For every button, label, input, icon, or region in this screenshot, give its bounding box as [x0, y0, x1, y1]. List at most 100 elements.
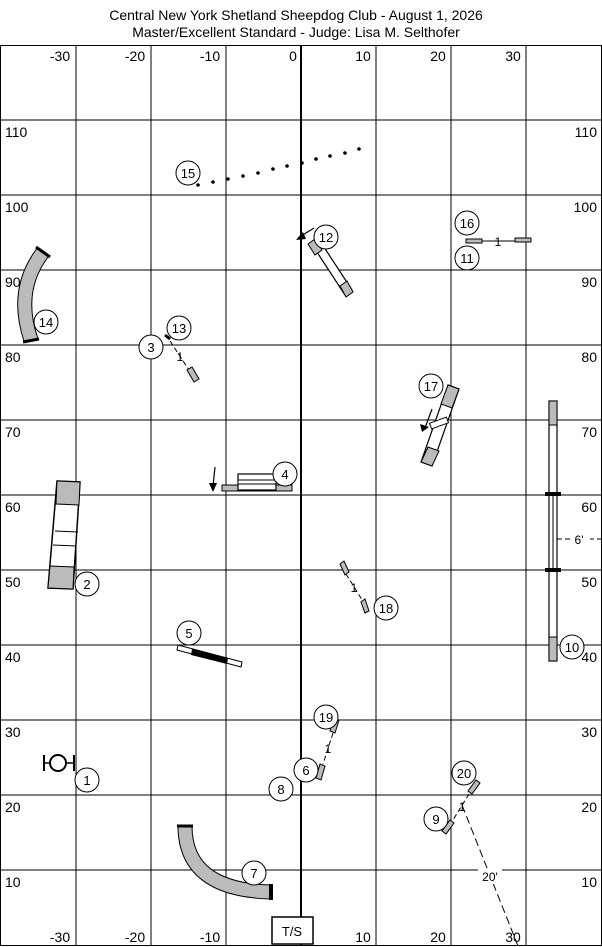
svg-text:7: 7 — [250, 866, 257, 881]
right-y-label: 70 — [581, 424, 597, 440]
obstacle-16-jump — [465, 237, 532, 244]
start-label: T/S — [282, 924, 303, 939]
arrow-icon — [420, 424, 429, 432]
marker-11: 11 — [454, 245, 480, 271]
spacing-label: 1 — [325, 742, 332, 756]
svg-text:13: 13 — [172, 321, 186, 336]
obstacle-18-jump — [339, 560, 370, 614]
top-x-label: 20 — [430, 48, 446, 64]
marker-2: 2 — [74, 571, 100, 597]
svg-text:20: 20 — [457, 766, 471, 781]
svg-text:1: 1 — [83, 773, 90, 788]
right-y-label: 90 — [581, 274, 597, 290]
right-y-label: 50 — [581, 574, 597, 590]
svg-text:11: 11 — [460, 251, 474, 266]
obstacles — [17, 147, 602, 947]
svg-text:10: 10 — [565, 640, 579, 655]
top-x-label: -20 — [125, 48, 145, 64]
top-x-label: 30 — [505, 48, 521, 64]
obstacle-10-dogwalk — [545, 400, 602, 662]
obstacle-2-aframe — [47, 480, 81, 590]
svg-text:8: 8 — [277, 782, 284, 797]
obstacle-7-tunnel — [177, 824, 273, 900]
marker-15: 15 — [175, 160, 201, 186]
label-bg — [570, 532, 590, 547]
marker-6: 6 — [293, 757, 319, 783]
svg-text:12: 12 — [319, 230, 333, 245]
spacing-label: 1 — [177, 350, 184, 364]
left-y-label: 100 — [5, 199, 29, 215]
right-y-label: 30 — [581, 724, 597, 740]
marker-10: 10 — [559, 634, 585, 660]
left-y-label: 110 — [5, 124, 28, 140]
marker-7: 7 — [241, 860, 267, 886]
marker-9: 9 — [423, 806, 449, 832]
spacing-label: 1 — [459, 800, 466, 814]
start-box — [271, 916, 314, 945]
bottom-x-label: -10 — [200, 929, 220, 945]
marker-5: 5 — [176, 620, 202, 646]
svg-text:17: 17 — [424, 379, 438, 394]
marker-18: 18 — [373, 595, 399, 621]
bottom-x-label: -20 — [125, 929, 145, 945]
left-y-label: 90 — [5, 274, 21, 290]
right-y-label: 60 — [581, 499, 597, 515]
obstacle-9-jump — [441, 779, 519, 947]
svg-text:16: 16 — [460, 216, 474, 231]
spacing-labels: 1 1 1 1 1 20' 6' — [177, 235, 590, 884]
left-y-label: 40 — [5, 649, 21, 665]
spacing-label: 1 — [351, 581, 358, 595]
left-y-label: 70 — [5, 424, 21, 440]
distance-label: 20' — [482, 870, 498, 884]
top-x-label: -10 — [200, 48, 220, 64]
left-y-label: 50 — [5, 574, 21, 590]
marker-8: 8 — [268, 776, 294, 802]
left-y-label: 60 — [5, 499, 21, 515]
spacing-label: 1 — [495, 235, 502, 249]
right-y-label: 100 — [574, 199, 598, 215]
marker-4: 4 — [272, 461, 298, 487]
obstacle-15-dotted-line — [196, 147, 361, 187]
marker-17: 17 — [418, 373, 444, 399]
start-table: T/S — [271, 916, 314, 945]
title-line-1: Central New York Shetland Sheepdog Club … — [109, 7, 483, 23]
title-line-2: Master/Excellent Standard - Judge: Lisa … — [132, 24, 460, 40]
svg-text:14: 14 — [39, 315, 53, 330]
obstacle-5-weave — [176, 644, 243, 668]
obstacle-12-tire — [296, 227, 354, 298]
header: Central New York Shetland Sheepdog Club … — [109, 7, 483, 40]
right-y-label: 40 — [581, 649, 597, 665]
svg-text:6: 6 — [302, 763, 309, 778]
svg-text:18: 18 — [379, 601, 393, 616]
grid — [0, 45, 602, 946]
svg-text:9: 9 — [432, 812, 439, 827]
svg-text:2: 2 — [83, 577, 90, 592]
left-y-label: 80 — [5, 349, 21, 365]
right-y-label: 80 — [581, 349, 597, 365]
top-x-label: -30 — [50, 48, 70, 64]
obstacle-4-jump — [209, 466, 293, 492]
bottom-x-label: -30 — [50, 929, 70, 945]
right-y-label: 10 — [581, 874, 597, 890]
marker-3: 3 — [138, 334, 164, 360]
svg-text:15: 15 — [181, 166, 195, 181]
marker-12: 12 — [313, 224, 339, 250]
distance-label: 6' — [575, 533, 584, 547]
right-y-label: 110 — [575, 124, 598, 140]
obstacle-14-tunnel — [17, 245, 51, 344]
right-y-label: 20 — [581, 799, 597, 815]
arrow-icon — [296, 232, 306, 240]
svg-text:3: 3 — [147, 340, 154, 355]
marker-1: 1 — [74, 767, 100, 793]
obstacle-1-tire — [43, 754, 75, 772]
bottom-x-label: 30 — [505, 929, 521, 945]
marker-20: 20 — [451, 760, 477, 786]
marker-14: 14 — [33, 309, 59, 335]
left-y-label: 10 — [5, 874, 21, 890]
label-bg — [478, 868, 502, 884]
axis-labels: -30 -20 -10 0 10 20 30 -30 -20 -10 0 10 … — [5, 48, 597, 945]
top-x-label: 10 — [355, 48, 371, 64]
top-x-label: 0 — [289, 48, 297, 64]
marker-19: 19 — [313, 704, 339, 730]
